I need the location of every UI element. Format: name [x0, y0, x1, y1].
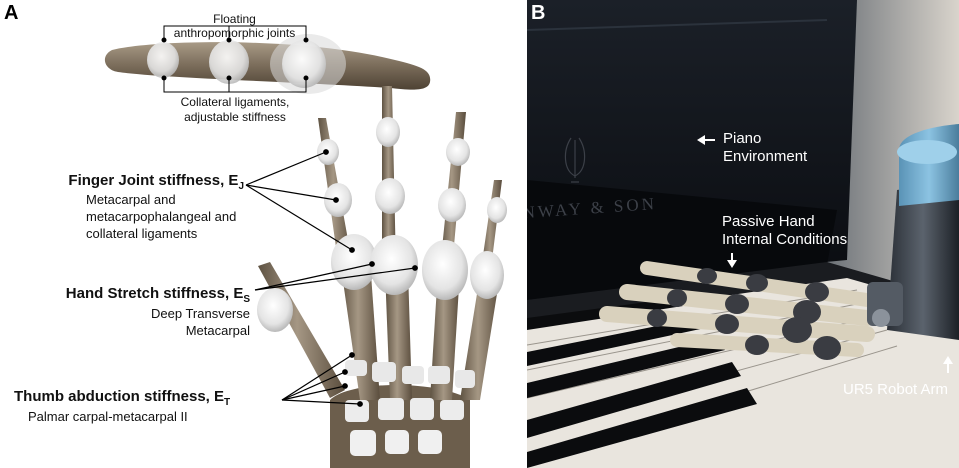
thumb-subscript: T — [224, 397, 230, 408]
hand-stretch-line2: Metacarpal — [48, 322, 250, 339]
finger-joint-title: Finger Joint stiffness, EJ — [56, 172, 244, 192]
collateral-caption-line2: adjustable stiffness — [150, 110, 320, 125]
hand-stretch-line1: Deep Transverse — [48, 305, 250, 322]
passive-hand-label: Passive Hand Internal Conditions — [722, 213, 847, 249]
panel-b-letter: B — [531, 2, 545, 25]
finger-joint-label: Finger Joint stiffness, EJ — [56, 172, 244, 192]
hand-stretch-subscript: S — [243, 294, 250, 305]
top-finger-bone — [105, 34, 430, 94]
collateral-ligaments-caption: Collateral ligaments, adjustable stiffne… — [150, 95, 320, 125]
finger-joint-description: Metacarpal and metacarpophalangeal and c… — [86, 191, 266, 242]
thumb-line1: Palmar carpal-metacarpal II — [14, 408, 280, 425]
panel-a-letter: A — [4, 2, 18, 25]
hand-stretch-label: Hand Stretch stiffness, ES Deep Transver… — [48, 285, 250, 339]
piano-environment-label: Piano Environment — [723, 130, 807, 166]
collateral-caption-line1: Collateral ligaments, — [150, 95, 320, 110]
robot-arm-label: UR5 Robot Arm — [843, 381, 948, 399]
thumb-title: Thumb abduction stiffness, ET — [14, 388, 280, 408]
thumb-abduction-label: Thumb abduction stiffness, ET Palmar car… — [14, 388, 280, 425]
panel-a-hand-diagram: A Floating anthropomorphic joints Collat… — [0, 0, 521, 468]
floating-joints-caption: Floating anthropomorphic joints — [172, 12, 297, 40]
hand-stretch-title: Hand Stretch stiffness, ES — [48, 285, 250, 305]
panel-b-piano-photo: NWAY & SON B Piano Environment Passive H… — [527, 0, 959, 468]
